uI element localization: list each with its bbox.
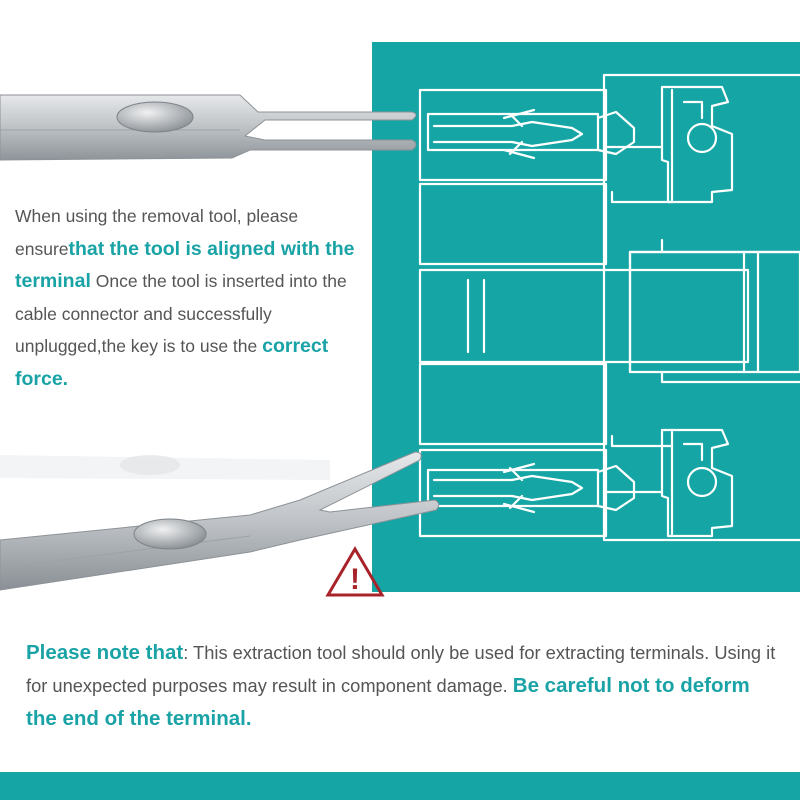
note-highlight: Be careful not to deform the end of the … [26,674,750,730]
bottom-teal-bar [0,772,800,800]
connector-diagram-panel [372,42,800,592]
connector-diagram [418,73,800,542]
warning-triangle-icon: ! [325,546,385,597]
note-label: Please note that [26,641,184,664]
extraction-tool-upper [0,94,417,161]
intro-text-part1: When using the removal tool, please ensu… [15,206,299,259]
intro-text-part2: Once the tool is inserted into the cable… [15,271,347,356]
intro-highlight-force: correct force. [15,335,329,390]
note-paragraph: Please note that: This extraction tool s… [26,636,786,735]
note-text-part1: : This extraction tool should only be us… [26,642,776,696]
extraction-tool-lower [0,451,440,591]
warning-exclamation: ! [350,563,360,596]
intro-paragraph: When using the removal tool, please ensu… [15,200,370,395]
intro-highlight-alignment: that the tool is aligned with the termin… [15,237,355,293]
